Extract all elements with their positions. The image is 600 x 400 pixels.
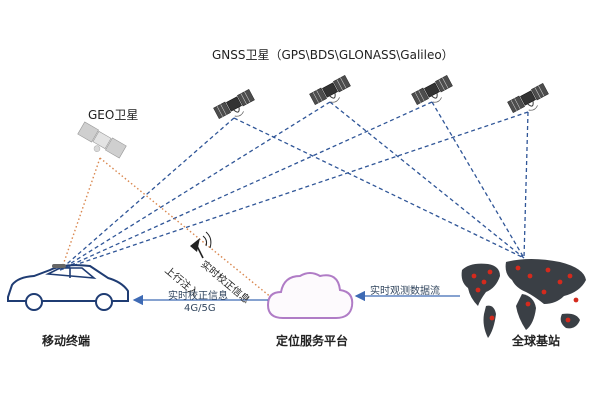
- gnss-satellite-icon: [507, 82, 553, 120]
- world-map-icon: [461, 259, 586, 338]
- gnss-satellite-icon: [309, 74, 355, 112]
- terminal-label: 移动终端: [42, 334, 91, 348]
- uplink-antenna-icon: [190, 231, 212, 259]
- observation-label: 实时观测数据流: [370, 286, 440, 297]
- cloud-platform-icon: [266, 272, 354, 319]
- network-label: 4G/5G: [184, 303, 216, 314]
- geo-satellite-icon: [77, 121, 127, 159]
- diagram-title: GNSS卫星（GPS\BDS\GLONASS\Galileo）: [212, 48, 454, 62]
- platform-label: 定位服务平台: [276, 334, 349, 348]
- car-icon: [7, 264, 129, 311]
- geo-satellite-label: GEO卫星: [88, 108, 139, 122]
- correction-label-lower: 实时校正信息: [168, 291, 228, 302]
- stations-label: 全球基站: [512, 334, 561, 348]
- gnss-satellite-icon: [213, 88, 259, 126]
- gnss-signal-lines: [59, 101, 529, 271]
- geo-correction-lines: [61, 157, 273, 299]
